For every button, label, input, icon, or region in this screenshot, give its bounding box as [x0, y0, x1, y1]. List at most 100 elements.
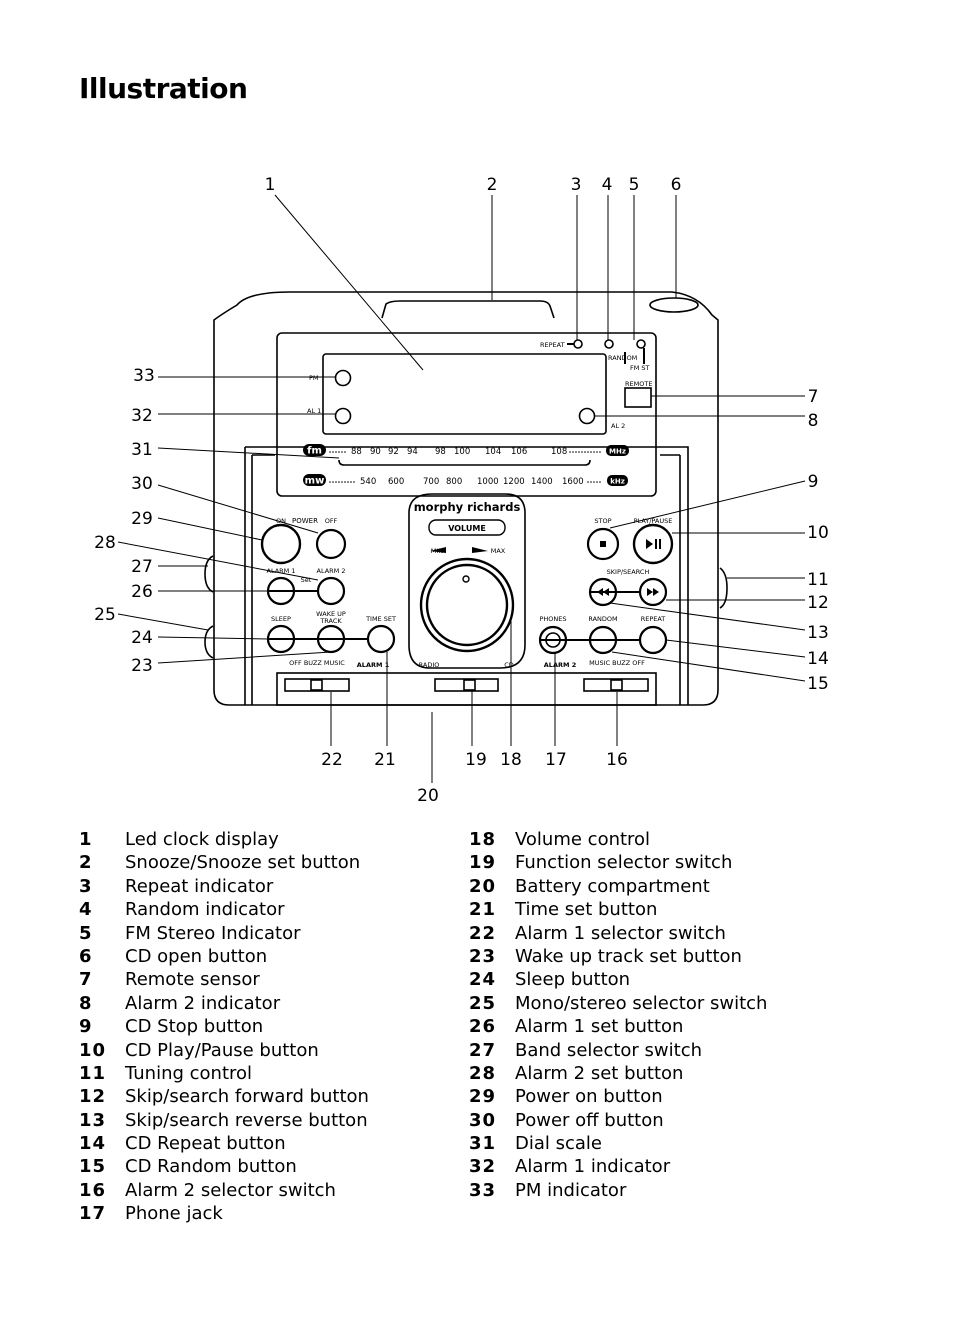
legend-number: 31	[469, 1133, 497, 1155]
alarm2-switch-label: ALARM 2	[544, 661, 576, 669]
legend-number: 3	[79, 875, 93, 897]
callout-25: 25	[94, 605, 116, 625]
legend-number: 12	[79, 1086, 107, 1108]
legend-item: 32 Alarm 1 indicator	[469, 1155, 767, 1178]
legend-item: 2 Snooze/Snooze set button	[79, 851, 369, 874]
alarm2-set-button	[316, 576, 346, 606]
fm-scale-number: 92	[388, 447, 399, 457]
legend-label: Volume control	[515, 829, 651, 850]
callout-13: 13	[807, 623, 829, 643]
legend-label: Alarm 2 set button	[515, 1062, 684, 1084]
legend-number: 27	[469, 1039, 497, 1061]
alarm2-switch-options: MUSIC BUZZ OFF	[589, 659, 645, 667]
legend-label: Snooze/Snooze set button	[125, 852, 361, 874]
legend-label: Remote sensor	[125, 969, 260, 991]
mw-scale-number: 540	[360, 477, 376, 487]
legend-label: Phone jack	[125, 1203, 223, 1225]
callout-3: 3	[571, 175, 582, 195]
legend-number: 6	[79, 945, 93, 967]
callout-27: 27	[131, 557, 153, 577]
legend-number: 9	[79, 1016, 93, 1038]
al1-label: AL 1	[307, 407, 321, 415]
skip-search-label: SKIP/SEARCH	[607, 568, 650, 576]
power-off-button	[315, 528, 347, 560]
alarm1-label: ALARM 1	[267, 567, 296, 575]
legend-label: CD Play/Pause button	[125, 1039, 319, 1061]
track-label: TRACK	[319, 617, 342, 625]
legend-number: 24	[469, 969, 497, 991]
remote-label: REMOTE	[625, 380, 652, 388]
callout-29: 29	[131, 509, 153, 529]
legend-label: Repeat indicator	[125, 875, 274, 897]
callout-12: 12	[807, 593, 829, 613]
max-label: MAX	[491, 547, 506, 555]
legend-number: 29	[469, 1086, 497, 1108]
callout-18: 18	[500, 750, 522, 770]
callout-14: 14	[807, 649, 829, 669]
legend-number: 10	[79, 1039, 107, 1061]
khz-label: kHz	[610, 478, 625, 486]
callout-26: 26	[131, 582, 153, 602]
dial-scale-line	[338, 459, 591, 466]
alarm2-label: ALARM 2	[317, 567, 346, 575]
legend-label: Power off button	[515, 1109, 664, 1131]
callout-4: 4	[602, 175, 613, 195]
callout-21: 21	[374, 750, 396, 770]
radio-label: RADIO	[419, 661, 440, 669]
fm-st-label: FM ST	[630, 364, 650, 372]
mw-scale-number: 700	[423, 477, 439, 487]
legend-number: 2	[79, 852, 93, 874]
fm-scale-number: 108	[551, 447, 567, 457]
stop-label: STOP	[594, 517, 611, 525]
tuning-knob-right	[719, 567, 728, 609]
fm-scale-number: 104	[485, 447, 501, 457]
legend-label: Alarm 1 indicator	[515, 1156, 671, 1178]
fm-scale-number: 100	[454, 447, 470, 457]
power-on-button	[260, 523, 302, 565]
legend-item: 10 CD Play/Pause button	[79, 1039, 369, 1062]
page-title: Illustration	[79, 72, 248, 105]
legend-number: 15	[79, 1156, 107, 1178]
repeat-label: REPEAT	[641, 615, 666, 623]
legend-label: Skip/search reverse button	[125, 1109, 368, 1131]
legend-number: 17	[79, 1203, 107, 1225]
repeat-indicator-label: REPEAT	[540, 341, 565, 349]
switch-strip	[276, 672, 657, 706]
time-set-label: TIME SET	[365, 615, 396, 623]
legend-label: Alarm 1 set button	[515, 1016, 684, 1038]
legend-number: 20	[469, 875, 497, 897]
callout-24: 24	[131, 628, 153, 648]
callout-10: 10	[807, 523, 829, 543]
legend-number: 28	[469, 1062, 497, 1084]
fm-scale-number: 94	[407, 447, 418, 457]
legend-number: 14	[79, 1133, 107, 1155]
cd-open-button	[649, 297, 699, 313]
legend-number: 23	[469, 945, 497, 967]
legend-label: Led clock display	[125, 829, 279, 850]
callout-28: 28	[94, 533, 116, 553]
legend-label: Random indicator	[125, 899, 285, 921]
legend-number: 32	[469, 1156, 497, 1178]
play-pause-label: PLAY/PAUSE	[634, 517, 673, 525]
callout-32: 32	[131, 406, 153, 426]
legend-label: Function selector switch	[515, 852, 733, 874]
legend-label: Sleep button	[515, 969, 631, 991]
pm-indicator	[334, 369, 352, 387]
legend-label: Band selector switch	[515, 1039, 703, 1061]
legend-number: 26	[469, 1016, 497, 1038]
callout-5: 5	[629, 175, 640, 195]
dial-dots	[329, 451, 601, 483]
legend-number: 8	[79, 992, 93, 1014]
callout-11: 11	[807, 570, 829, 590]
